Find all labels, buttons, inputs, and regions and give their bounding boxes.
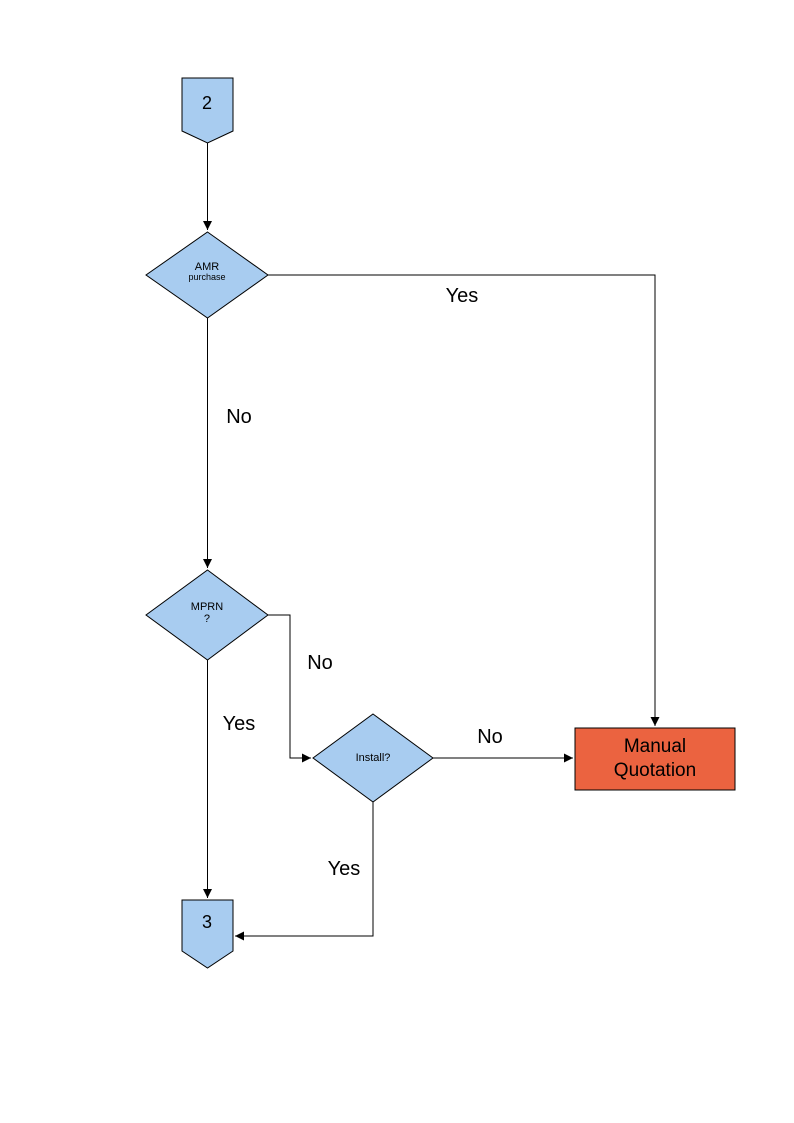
connector-start-label: 2 xyxy=(201,93,213,114)
manual-quotation-line2: Quotation xyxy=(613,760,697,781)
amr-decision-label: AMR purchase xyxy=(188,261,225,283)
mprn-decision-line1: MPRN xyxy=(190,600,224,613)
install-no-label: No xyxy=(477,726,503,748)
amr-decision-diamond xyxy=(145,231,269,319)
manual-quotation-line1: Manual xyxy=(623,736,687,757)
manual-quotation-box xyxy=(574,727,736,791)
install-yes-label: Yes xyxy=(327,858,361,880)
edge-install-yes-to-end xyxy=(235,802,374,941)
install-decision-diamond xyxy=(312,713,434,803)
connector-end-label: 3 xyxy=(201,912,213,933)
amr-no-label: No xyxy=(226,406,252,428)
mprn-decision-label: MPRN ? xyxy=(191,601,223,625)
mprn-decision-line2: ? xyxy=(203,613,211,625)
off-page-connector-3-shape xyxy=(181,899,234,969)
amr-yes-label: Yes xyxy=(445,285,479,307)
manual-quotation-label: Manual Quotation xyxy=(614,735,696,783)
mprn-no-label: No xyxy=(307,652,333,674)
amr-decision-line1: AMR xyxy=(194,261,220,274)
mprn-decision-diamond xyxy=(145,569,269,661)
amr-decision-line2: purchase xyxy=(188,272,226,283)
install-decision-label: Install? xyxy=(355,751,391,764)
off-page-connector-2-shape xyxy=(181,77,234,144)
mprn-yes-label: Yes xyxy=(222,713,256,735)
edge-amr-yes-to-manual-quotation xyxy=(268,274,660,726)
edge-mprn-no-to-install xyxy=(268,614,311,763)
